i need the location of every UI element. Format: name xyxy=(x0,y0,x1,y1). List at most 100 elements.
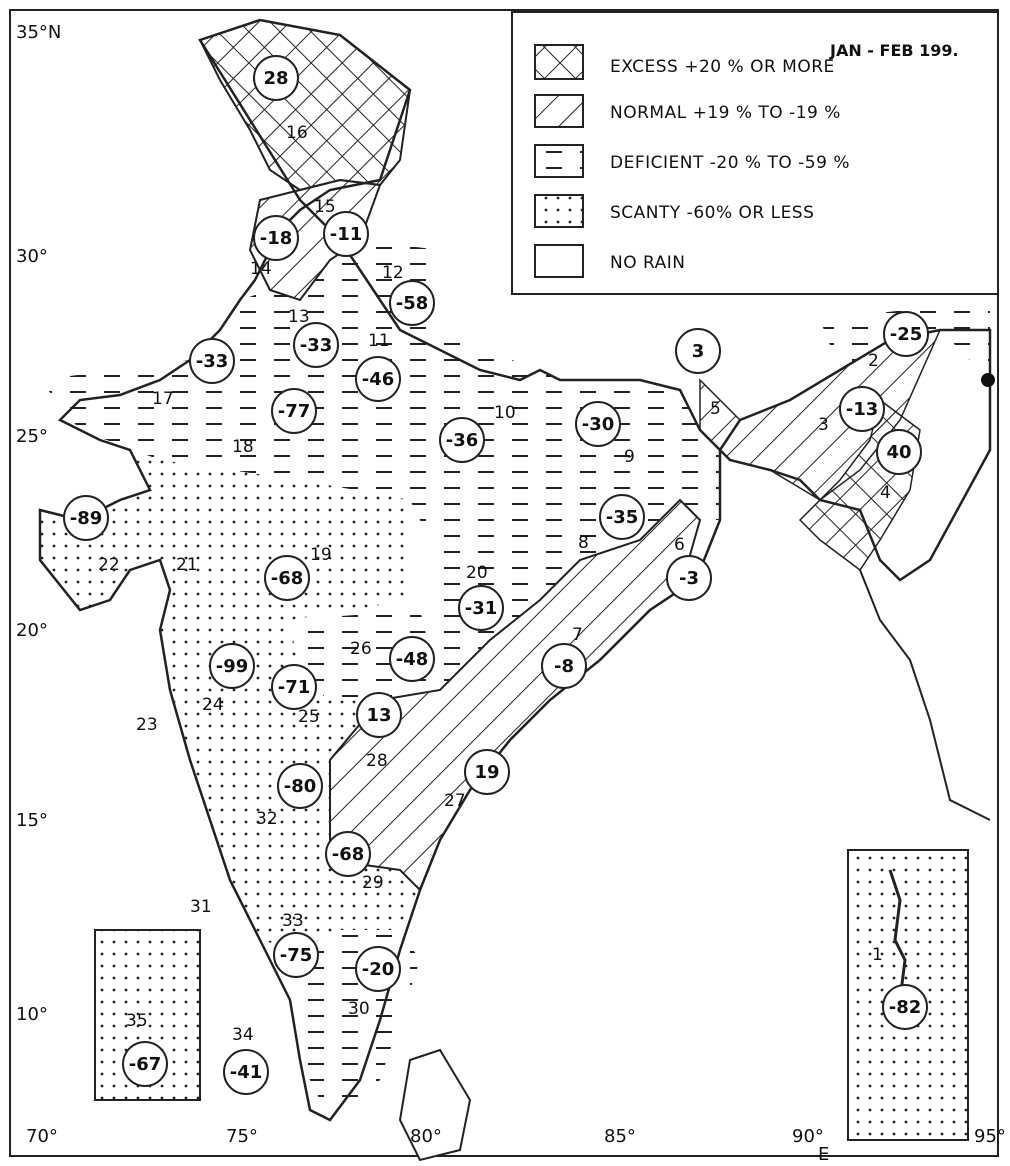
legend-label-normal: NORMAL +19 % TO -19 % xyxy=(610,103,841,123)
lat-label-30: 30° xyxy=(16,246,48,267)
departure-circle: -68 xyxy=(264,555,310,601)
departure-value: -99 xyxy=(216,656,249,677)
legend-label-deficient: DEFICIENT -20 % TO -59 % xyxy=(610,153,850,173)
subdivision-number: 6 xyxy=(674,535,685,555)
departure-circle: -33 xyxy=(189,338,235,384)
legend-swatch-scanty xyxy=(534,194,584,228)
subdivision-number: 21 xyxy=(176,555,198,575)
departure-value: -30 xyxy=(582,414,615,435)
departure-circle: -46 xyxy=(355,356,401,402)
departure-value: 28 xyxy=(263,68,288,89)
departure-value: 3 xyxy=(692,341,705,362)
departure-value: -82 xyxy=(889,997,922,1018)
departure-circle: 3 xyxy=(675,328,721,374)
subdivision-number: 32 xyxy=(256,809,278,829)
departure-value: -71 xyxy=(278,677,311,698)
region-scanty-west xyxy=(40,450,420,950)
lat-label-15: 15° xyxy=(16,810,48,831)
departure-value: -68 xyxy=(332,844,365,865)
departure-circle: -75 xyxy=(273,932,319,978)
departure-circle: -71 xyxy=(271,664,317,710)
subdivision-number: 26 xyxy=(350,639,372,659)
legend: EXCESS +20 % OR MORE NORMAL +19 % TO -19… xyxy=(511,11,999,295)
subdivision-number: 28 xyxy=(366,751,388,771)
departure-value: -8 xyxy=(554,656,574,677)
subdivision-number: 16 xyxy=(286,123,308,143)
lon-label-95: 95° xyxy=(974,1126,1006,1147)
subdivision-number: 17 xyxy=(152,389,174,409)
subdivision-number: 15 xyxy=(314,197,336,217)
lat-label-20: 20° xyxy=(16,620,48,641)
departure-value: -58 xyxy=(396,293,429,314)
subdivision-number: 29 xyxy=(362,873,384,893)
marker-dot xyxy=(981,373,995,387)
legend-swatch-no-rain xyxy=(534,244,584,278)
subdivision-number: 22 xyxy=(98,555,120,575)
departure-circle: -25 xyxy=(883,311,929,357)
departure-value: -48 xyxy=(396,649,429,670)
map-frame xyxy=(9,9,999,1157)
lat-label-10: 10° xyxy=(16,1004,48,1025)
sri-lanka-outline xyxy=(398,1048,472,1162)
departure-circle: -35 xyxy=(599,494,645,540)
departure-value: -11 xyxy=(330,224,363,245)
legend-label-no-rain: NO RAIN xyxy=(610,253,685,273)
departure-value: 13 xyxy=(366,705,391,726)
departure-value: -33 xyxy=(300,335,333,356)
departure-circle: -31 xyxy=(458,585,504,631)
departure-circle: -36 xyxy=(439,417,485,463)
departure-circle: -82 xyxy=(882,984,928,1030)
departure-value: -3 xyxy=(679,568,699,589)
departure-circle: -68 xyxy=(325,831,371,877)
region-normal-assam xyxy=(699,328,942,501)
subdivision-number: 34 xyxy=(232,1025,254,1045)
subdivision-number: 24 xyxy=(202,695,224,715)
subdivision-number: 7 xyxy=(572,625,583,645)
departure-value: -35 xyxy=(606,507,639,528)
departure-circle: -13 xyxy=(839,386,885,432)
departure-value: -36 xyxy=(446,430,479,451)
departure-circle: -77 xyxy=(271,388,317,434)
east-label: E xyxy=(818,1144,829,1165)
departure-circle: -67 xyxy=(122,1041,168,1087)
departure-value: -33 xyxy=(196,351,229,372)
departure-circle: -58 xyxy=(389,280,435,326)
departure-value: -77 xyxy=(278,401,311,422)
subdivision-number: 3 xyxy=(818,415,829,435)
departure-circle: -89 xyxy=(63,495,109,541)
subdivision-number: 20 xyxy=(466,563,488,583)
subdivision-number: 12 xyxy=(382,263,404,283)
map-title: JAN - FEB 199. xyxy=(829,41,959,60)
subdivision-number: 27 xyxy=(444,791,466,811)
subdivision-number: 23 xyxy=(136,715,158,735)
departure-value: -67 xyxy=(129,1054,162,1075)
subdivision-number: 25 xyxy=(298,707,320,727)
subdivision-number: 33 xyxy=(282,911,304,931)
subdivision-number: 14 xyxy=(250,259,272,279)
departure-value: -31 xyxy=(465,598,498,619)
legend-swatch-normal xyxy=(534,94,584,128)
departure-circle: -8 xyxy=(541,643,587,689)
departure-circle: 28 xyxy=(253,55,299,101)
region-deficient-ne xyxy=(820,300,990,380)
departure-value: -80 xyxy=(284,776,317,797)
subdivision-number: 13 xyxy=(288,307,310,327)
legend-label-excess: EXCESS +20 % OR MORE xyxy=(610,57,835,77)
departure-value: -75 xyxy=(280,945,313,966)
lat-label-35: 35°N xyxy=(16,22,61,43)
subdivision-number: 31 xyxy=(190,897,212,917)
legend-swatch-excess xyxy=(534,44,584,80)
departure-value: -13 xyxy=(846,399,879,420)
departure-circle: 40 xyxy=(876,429,922,475)
departure-value: -20 xyxy=(362,959,395,980)
departure-value: -68 xyxy=(271,568,304,589)
longitude-labels: 70° 75° 80° 85° 90° 95° E xyxy=(26,1126,1006,1165)
subdivision-number: 5 xyxy=(710,399,721,419)
legend-swatch-deficient xyxy=(534,144,584,178)
subdivision-number: 1 xyxy=(872,945,883,965)
departure-circle: -48 xyxy=(389,636,435,682)
departure-circle: -30 xyxy=(575,401,621,447)
subdivision-numbers: 1 2 3 4 5 6 7 8 9 10 11 12 13 14 15 16 1… xyxy=(98,123,891,1045)
departure-value: -41 xyxy=(230,1062,263,1083)
departure-circle: -18 xyxy=(253,215,299,261)
